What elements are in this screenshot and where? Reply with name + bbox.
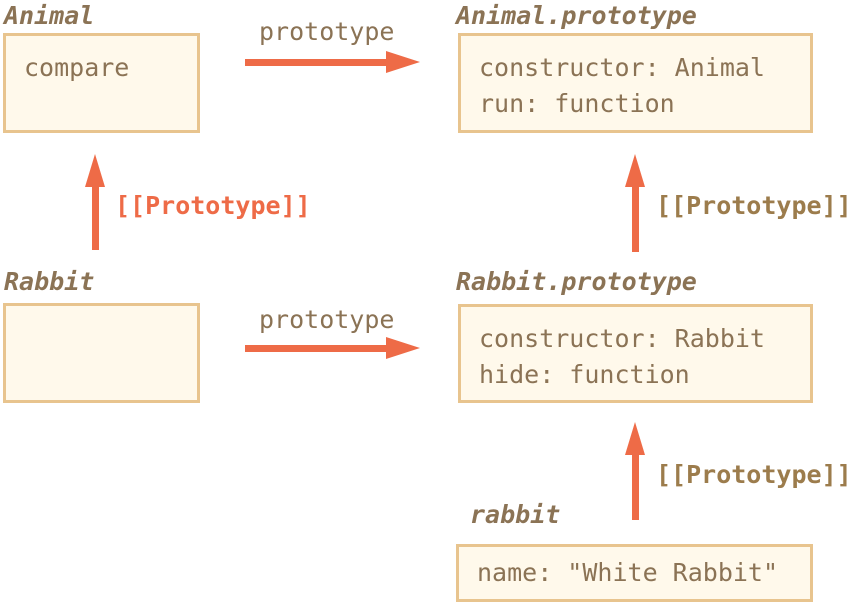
prototype-arrow-label-bottom: prototype	[259, 305, 395, 334]
prototype-internal-label-middle: [[Prototype]]	[656, 191, 850, 220]
arrow-head-up-icon	[625, 422, 645, 455]
arrow-head-up-icon	[85, 154, 105, 187]
arrow-shaft	[632, 184, 639, 252]
animal-prototype-box: constructor: Animal run: function	[458, 33, 813, 133]
rabbit-node-label: Rabbit	[4, 267, 95, 296]
rabbit-instance-member-name: name: "White Rabbit"	[477, 558, 779, 587]
prototype-arrow-label-top: prototype	[259, 17, 395, 46]
prototype-internal-label-left: [[Prototype]]	[115, 191, 311, 220]
rabbit-prototype-member-hide: hide: function	[479, 360, 690, 389]
rabbit-prototype-node-label: Rabbit.prototype	[456, 267, 697, 296]
rabbit-instance-box: name: "White Rabbit"	[456, 544, 813, 602]
animal-prototype-member-run: run: function	[479, 89, 675, 118]
rabbit-instance-node-label: rabbit	[470, 500, 561, 529]
arrow-shaft	[245, 59, 387, 66]
arrow-head-right-icon	[386, 337, 420, 359]
arrow-head-up-icon	[625, 154, 645, 187]
rabbit-prototype-box: constructor: Rabbit hide: function	[458, 304, 813, 403]
arrow-shaft	[245, 345, 387, 352]
animal-member-compare: compare	[24, 53, 130, 82]
rabbit-box	[3, 303, 200, 403]
arrow-shaft	[92, 184, 99, 250]
arrow-shaft	[632, 452, 639, 520]
arrow-head-right-icon	[386, 51, 420, 73]
animal-prototype-member-constructor: constructor: Animal	[479, 53, 765, 82]
rabbit-prototype-member-constructor: constructor: Rabbit	[479, 324, 765, 353]
animal-prototype-node-label: Animal.prototype	[456, 1, 697, 30]
animal-node-label: Animal	[4, 1, 95, 30]
animal-box: compare	[3, 33, 200, 133]
prototype-internal-label-bottom: [[Prototype]]	[656, 460, 850, 489]
